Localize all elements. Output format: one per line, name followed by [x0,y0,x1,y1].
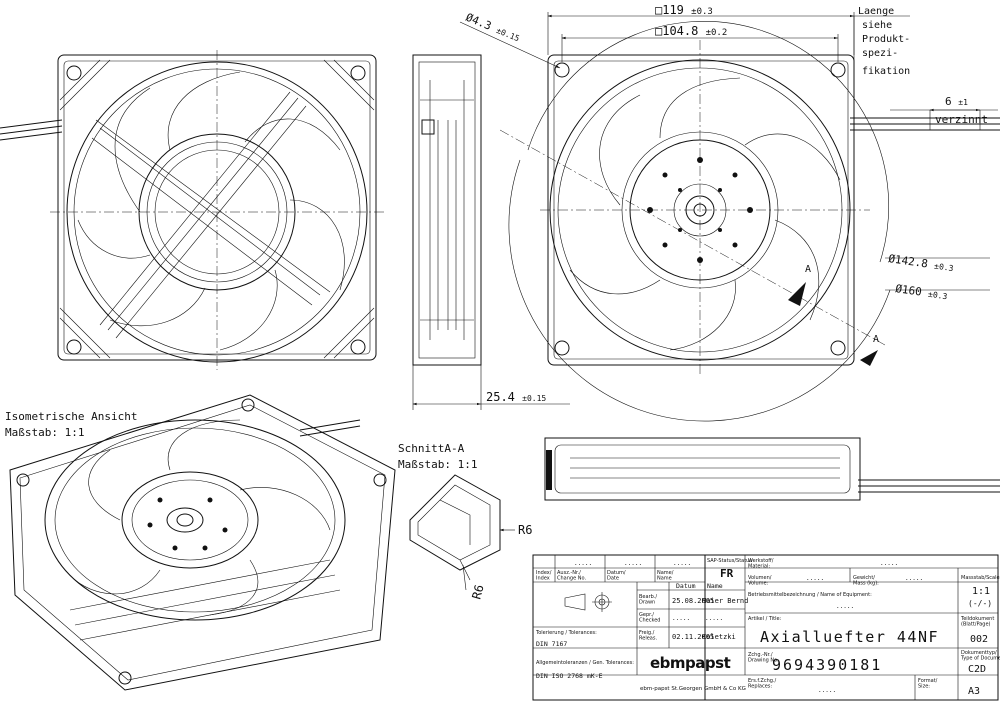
isometric-view [9,394,396,691]
name-header: Name [707,582,723,590]
dots-6: ..... [905,575,923,582]
material-label: Werkstoff/Material: [748,558,774,570]
dimension-lines [459,12,998,291]
weight-label: Gewicht/Mass (kg): [853,575,879,587]
release-label: Freig./Releas. [639,630,657,642]
title-block-labels: Index/Index Ausz.-Nr./Change No. Datum/D… [535,558,1000,692]
drawn-label: Bearb./Drawn [639,594,657,606]
title-block-dots: ..... ..... ..... ..... ..... ..... ....… [574,560,923,694]
company: ebm-papst St.Georgen GmbH & Co KG [640,686,746,692]
sap-status: FR [720,567,734,580]
front-view-right [499,21,1000,422]
bottom-view [544,437,1000,501]
drawing-title: Axialluefter 44NF [760,628,939,646]
dots-7: ..... [672,615,690,622]
dots-3: ..... [673,560,691,567]
strip-note: verzinnt [935,113,988,126]
doc-type: C2D [968,664,986,675]
gen-tol-std: DIN ISO 2768 mK-E [536,672,603,680]
note-line-3: Produkt- [862,34,910,45]
equipment-label: Betriebsmittelbezeichnung / Name of Equi… [748,592,872,598]
note-line-2: siehe [862,20,892,31]
radius-2: R6 [469,583,486,601]
dim-142: Ø142.8 ±0.3 [888,252,955,274]
part-doc-label: Teildokument(Blatt/Page) [960,616,994,628]
sap-label: SAP-Status/Status [707,558,752,564]
side-view [412,54,570,410]
change-no-label: Ausz.-Nr./Change No. [557,570,586,582]
iso-scale: Maßstab: 1:1 [5,426,84,439]
dots-1: ..... [574,560,592,567]
dim-strip: 6 ±1 [945,95,968,108]
index-label: Index/Index [536,570,552,582]
note-line-5: fikation [862,66,910,77]
checked-label: Gepr./Checked [639,612,660,624]
scale-label: Massstab/Scale [961,575,1000,581]
release-name: Koletzki [702,633,736,641]
brand-logo: ebmpapst [650,654,731,672]
format-value: A3 [968,686,980,697]
dim-160: Ø160 ±0.3 [895,282,949,302]
dim-119: □119 ±0.3 [655,3,713,17]
scale-value: 1:1 [972,586,990,597]
replacement-label: Ers.f.Zchg./Replaces: [748,678,777,690]
section-mark-a-upper: A [805,264,811,275]
dim-104: □104.8 ±0.2 [655,24,727,38]
dots-8: ..... [705,615,723,622]
iso-title: Isometrische Ansicht [5,410,137,423]
volume-label: Volumen/Volume: [748,575,772,587]
front-view-left [0,50,385,370]
drawn-date: 25.08.2005 [672,597,714,605]
dim-depth: 25.4 ±0.15 [486,390,546,404]
note-line-4: spezi- [862,48,898,59]
tolerance-label: Tolerierung / Tolerances: [535,630,597,636]
drawn-name: Maier Bernd [702,597,748,605]
dots-5: ..... [806,575,824,582]
date-label: Datum/Date [607,570,626,582]
datum-header: Datum [676,582,696,590]
tolerance-std: DIN 7167 [536,640,567,648]
article-label: Artikel / Title: [748,616,782,622]
format-label: Format/Size: [918,678,938,690]
dots-4: ..... [880,560,898,567]
dots-10: ..... [818,687,836,694]
section-title: SchnittA-A [398,442,465,455]
dots-9: ..... [836,603,854,610]
doc-type-label: Dokumenttyp/Type of Document [960,650,1000,662]
note-line-1: Laenge [858,6,894,17]
section-arrow [860,350,878,366]
lead-length-note: Laenge siehe Produkt- spezi- fikation [858,6,910,77]
radius-1: R6 [518,523,532,537]
section-mark-a-lower: A [873,334,879,345]
part-doc: 002 [970,634,988,645]
section-scale: Maßstab: 1:1 [398,458,477,471]
release-date: 02.11.2005 [672,633,714,641]
drawing-number: 9694390181 [772,656,882,674]
drawing-no-label: Zchg.-Nr./Drawing No: [748,652,779,664]
section-view [409,474,515,591]
title-block-frame [532,554,999,701]
gen-tol-label: Allgemeintoleranzen / Gen. Tolerances: [536,660,634,666]
scale-sub: (-/-) [968,599,992,608]
name-label: Name/Name [657,570,674,582]
dots-2: ..... [624,560,642,567]
